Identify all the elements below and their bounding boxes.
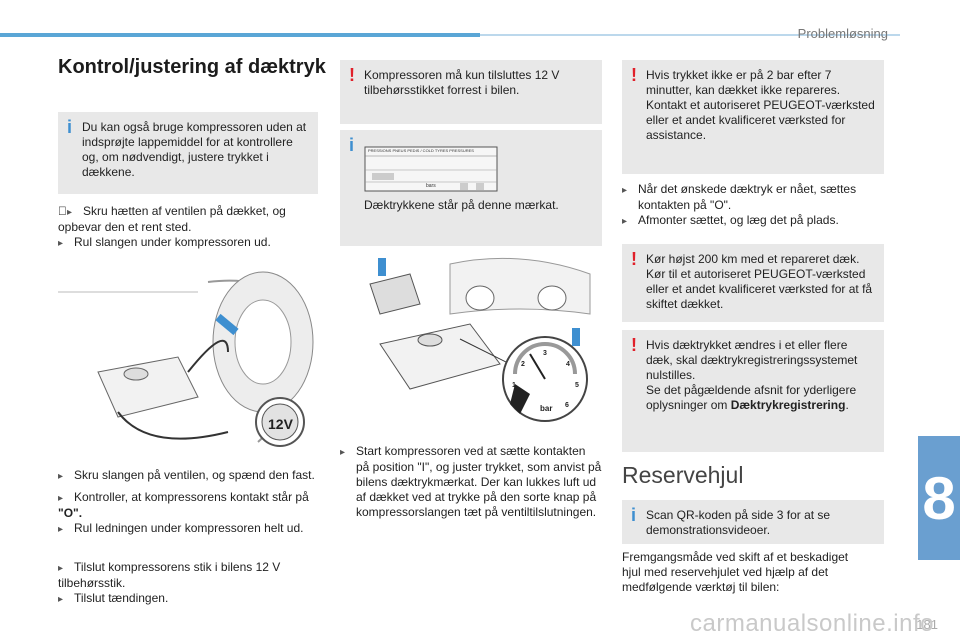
bullet-icon: ▸: [622, 185, 628, 196]
gauge-tick-3: 3: [543, 350, 547, 357]
step-check-switch: Kontroller, at kompressorens kontakt stå…: [74, 490, 309, 504]
warning-box-12v: ! Kompressoren må kun tilsluttes 12 V ti…: [340, 60, 602, 124]
step-unscrew-cap: Skru hætten af ventilen på dækket, og op…: [58, 204, 286, 234]
step-screw-hose: Skru slangen på ventilen, og spænd den f…: [74, 468, 315, 482]
info-box-text: Du kan også bruge kompressoren uden at i…: [82, 120, 307, 179]
header-bar-light: [480, 34, 900, 36]
gauge-tick-5: 5: [575, 382, 579, 389]
warning-tpms-text: Hvis dæktrykket ændres i et eller flere …: [646, 338, 858, 382]
warning-box-2bar: ! Hvis trykket ikke er på 2 bar efter 7 …: [622, 60, 884, 174]
warning-icon: !: [349, 65, 355, 85]
compressor-tyre-illustration: [58, 262, 320, 454]
chapter-tab: 8: [918, 436, 960, 560]
warning-icon: !: [631, 335, 637, 355]
gauge-tick-6: 6: [565, 402, 569, 409]
reservehjul-heading: Reservehjul: [622, 462, 744, 488]
gauge-tick-2: 2: [521, 361, 525, 368]
step-remove-kit: Afmonter sættet, og læg det på plads.: [638, 213, 839, 227]
steps-finish: ▸ Når det ønskede dæktryk er nået, sættes…: [622, 182, 884, 229]
steps-3: ▸Tilslut kompressorens stik i bilens 12 …: [58, 560, 320, 607]
label-caption: Dæktrykkene står på denne mærkat.: [364, 198, 559, 212]
bullet-icon: ▸: [58, 493, 64, 504]
warning-box-text: Kør højst 200 km med et repareret dæk. K…: [646, 252, 873, 311]
label-header-text: PRESSIONS PNEUS PEDIS / COLD TYRES PRESS…: [368, 148, 474, 153]
bullet-icon: ▸: [58, 524, 64, 535]
warning-box-text: Hvis trykket ikke er på 2 bar efter 7 mi…: [646, 68, 875, 142]
info-icon: i: [631, 505, 637, 525]
warning-icon: !: [631, 65, 637, 85]
info-box-compressor: i Du kan også bruge kompressoren uden at…: [58, 112, 318, 194]
gauge-tick-4: 4: [566, 361, 570, 368]
page-number: 181: [916, 617, 938, 632]
warning-box-text: Kompressoren må kun tilsluttes 12 V tilb…: [364, 68, 560, 97]
gauge-tick-1: 1: [512, 382, 516, 389]
warning-box-tpms: ! Hvis dæktrykket ændres i et eller fler…: [622, 330, 884, 452]
info-box-text: Scan QR-koden på side 3 for at se demons…: [646, 508, 831, 537]
warning-tpms-ref: Se det pågældende afsnit for yderligere …: [646, 383, 857, 412]
section-title: Problemløsning: [797, 26, 888, 41]
step-unroll-cable: Rul ledningen under kompressoren helt ud…: [74, 521, 304, 535]
step-ignition: Tilslut tændingen.: [74, 591, 169, 605]
step-plug-in: Tilslut kompressorens stik i bilens 12 V…: [58, 560, 281, 590]
step-check-switch-value: "O".: [58, 506, 83, 520]
warning-icon: !: [631, 249, 637, 269]
label-unit-text: bars: [426, 183, 436, 189]
gauge-unit: bar: [540, 404, 553, 413]
watermark: carmanualsonline.info: [690, 610, 934, 637]
step-start-compressor: Start kompressoren ved at sætte kontakte…: [356, 444, 602, 519]
steps-start: ▸ Start kompressoren ved at sætte kontakt…: [340, 444, 602, 520]
warning-box-200km: ! Kør højst 200 km med et repareret dæk.…: [622, 244, 884, 322]
plug-12v-label: 12V: [268, 416, 293, 432]
info-box-qr: i Scan QR-koden på side 3 for at se demo…: [622, 500, 884, 544]
step-unroll-hose: Rul slangen under kompressoren ud.: [74, 235, 271, 249]
bullet-icon: ▸: [58, 563, 64, 574]
header-bar: [0, 33, 480, 37]
tyre-pressure-label-illustration: [364, 146, 498, 192]
step-switch-off: Når det ønskede dæktryk er nået, sættes …: [638, 182, 857, 212]
steps-1: ▸Skru hætten af ventilen på dækket, og o…: [58, 204, 320, 251]
compressor-gauge-illustration: [340, 254, 602, 436]
reservehjul-procedure: Fremgangsmåde ved skift af et beskadiget…: [622, 550, 849, 594]
bullet-icon: ▸: [58, 471, 64, 482]
bullet-icon: ▸: [58, 238, 64, 249]
bullet-icon: ▸: [58, 594, 64, 605]
bullet-icon: ▸: [340, 447, 346, 458]
steps-2: ▸ Skru slangen på ventilen, og spænd den …: [58, 468, 320, 537]
info-icon: i: [349, 135, 355, 155]
bullet-icon: ▸: [622, 216, 628, 227]
page-title: Kontrol/justering af dæktryk: [58, 56, 326, 78]
warning-tpms-link[interactable]: Dæktrykregistrering: [730, 398, 846, 412]
info-icon: i: [67, 117, 73, 137]
bullet-icon: ▸: [67, 207, 73, 218]
